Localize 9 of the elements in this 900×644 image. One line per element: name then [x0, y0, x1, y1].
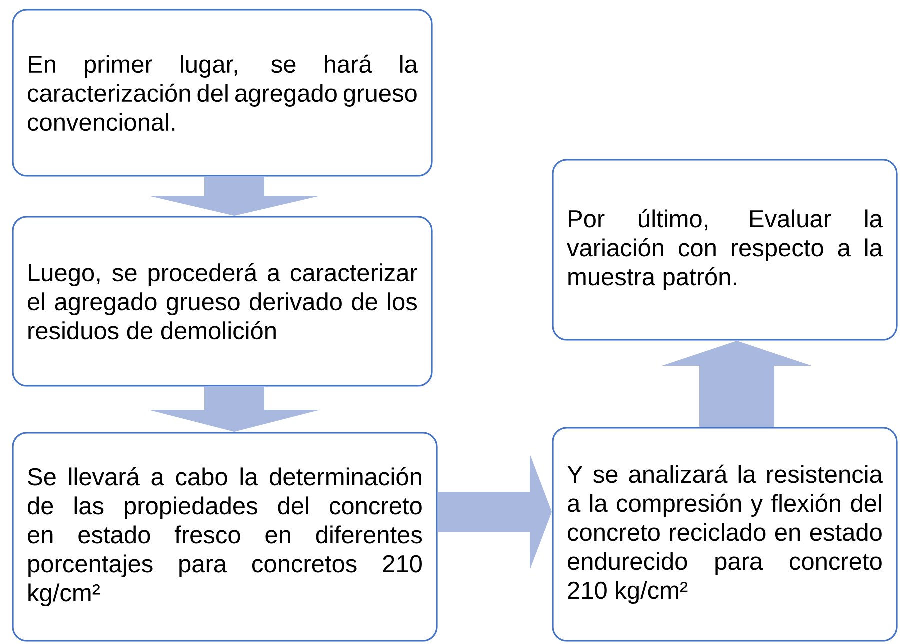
process-box: Y se analizará la resistencia a la compresión y flexión del concreto reciclado en estado endurecido para concreto 210 kg/cm² [552, 427, 898, 642]
block-arrow [662, 340, 812, 427]
block-arrow [148, 176, 320, 216]
process-box: Se llevará a cabo la determinación de las propiedades del concreto en estado fresco en diferentes porcentajes para concretos 210 kg/cm² [12, 432, 438, 642]
process-box: Por último, Evaluar la variación con respecto a la muestra patrón. [552, 159, 898, 341]
process-box: Luego, se procederá a caracterizar el agregado grueso derivado de los residuos de demolición [12, 216, 433, 387]
process-box: En primer lugar, se hará la caracterización del agregado grueso convencional. [12, 9, 433, 177]
block-arrow [148, 386, 320, 432]
block-arrow [438, 454, 552, 570]
